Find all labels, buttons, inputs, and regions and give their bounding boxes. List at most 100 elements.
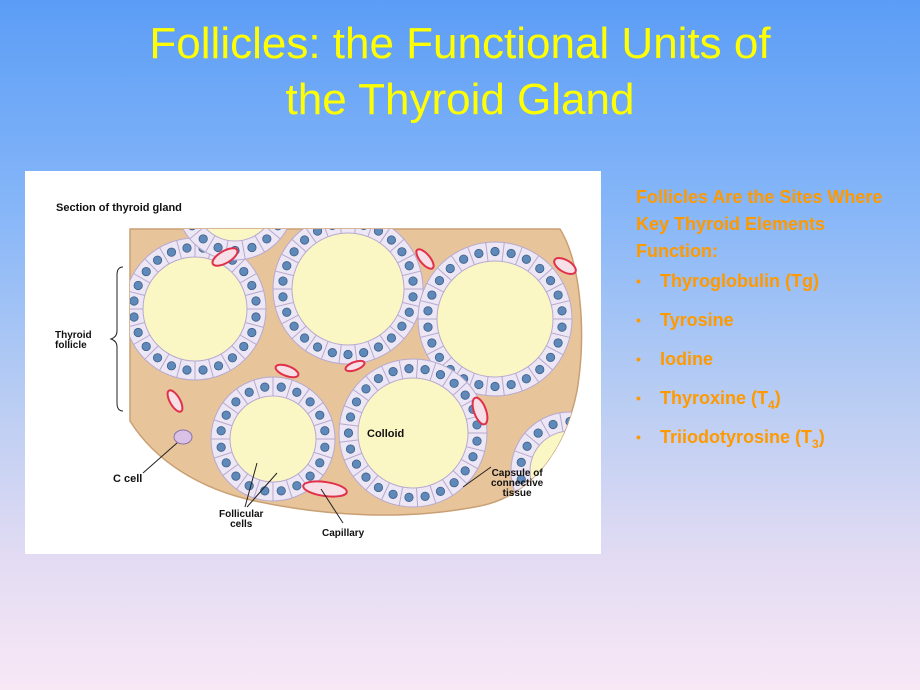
follicular-cell-nucleus	[282, 261, 292, 271]
follicular-cell-nucleus	[506, 379, 516, 390]
cell-boundary	[551, 300, 570, 306]
follicular-cell-nucleus	[292, 387, 302, 397]
follicular-cell-nucleus	[583, 513, 591, 521]
follicular-cell-nucleus	[386, 333, 397, 343]
cell-boundary	[144, 345, 159, 360]
cell-boundary	[239, 273, 257, 284]
cell-boundary	[420, 332, 439, 338]
follicular-cell-nucleus	[373, 482, 384, 493]
follicle	[338, 358, 488, 508]
cell-boundary	[527, 255, 540, 272]
follicular-cell-nucleus	[280, 188, 288, 196]
cell-boundary	[344, 405, 363, 414]
cell-boundary	[307, 402, 324, 415]
capillary	[211, 247, 239, 267]
bullet-item: •Triiodotyrosine (T3)	[636, 426, 906, 451]
cell-boundary	[429, 362, 437, 381]
cell-boundary	[205, 235, 216, 253]
follicular-cell-nucleus	[312, 342, 323, 352]
cell-boundary	[352, 464, 369, 477]
cell-boundary	[365, 375, 379, 391]
cell-boundary	[239, 334, 257, 345]
cell-boundary	[281, 314, 299, 325]
slide-title-line-1: Follicles: the Functional Units of	[149, 19, 771, 68]
thyroid-illustration: Section of thyroid gland Thyroid follicl…	[25, 171, 601, 554]
follicular-cell-nucleus	[213, 242, 223, 253]
capillary	[553, 257, 577, 275]
follicular-cell-nucleus	[343, 349, 353, 360]
colloid	[436, 260, 554, 378]
follicular-cell-nucleus	[343, 428, 354, 438]
cell-boundary	[220, 353, 231, 371]
cell-boundary	[420, 300, 439, 306]
follicular-cell-nucleus	[386, 235, 397, 245]
follicular-cell-nucleus	[182, 188, 190, 196]
cell-boundary	[452, 470, 468, 485]
follicular-cell-nucleus	[533, 504, 543, 514]
cell-boundary	[415, 487, 419, 507]
follicular-cell-nucleus	[516, 457, 526, 468]
cell-boundary	[313, 419, 333, 427]
follicular-cells-label-line-2: cells	[230, 519, 253, 530]
follicle	[272, 229, 424, 365]
follicular-cell-nucleus	[553, 338, 563, 348]
cell-boundary	[338, 229, 342, 234]
cell-boundary	[304, 334, 317, 352]
follicular-cell-nucleus	[216, 426, 226, 436]
follicular-cell-nucleus	[435, 370, 446, 380]
cell-boundary	[339, 439, 359, 443]
follicular-cell-nucleus	[216, 442, 226, 452]
cell-boundary	[514, 450, 533, 458]
cell-boundary	[379, 229, 392, 244]
cell-boundary	[559, 412, 564, 432]
follicular-cell-nucleus	[434, 276, 445, 286]
follicular-cell-nucleus	[408, 292, 418, 302]
cell-boundary	[133, 334, 151, 345]
cell-boundary	[546, 282, 564, 293]
bullet-text: Triiodotyrosine (T	[660, 427, 813, 447]
follicular-cells-leader-2	[246, 472, 278, 508]
thyroid-follicle-bracket	[109, 266, 124, 412]
cell-boundary	[144, 258, 159, 273]
cell-boundary	[236, 473, 249, 490]
cell-boundary	[426, 282, 444, 293]
capillary	[166, 389, 184, 413]
follicular-cell-nucleus	[535, 364, 545, 375]
bullet-dot: •	[636, 429, 641, 445]
follicular-cell-nucleus	[213, 361, 224, 371]
cell-boundary	[467, 246, 475, 265]
follicular-cell-nucleus	[289, 247, 299, 257]
c-cell-leader	[142, 442, 178, 474]
cell-boundary	[501, 242, 505, 262]
follicular-cell-nucleus	[351, 397, 362, 407]
capsule-leader	[462, 466, 492, 488]
follicular-cell-nucleus	[345, 412, 356, 422]
follicle	[130, 237, 267, 381]
follicular-cell-nucleus	[423, 306, 433, 316]
cell-boundary	[551, 332, 570, 338]
cell-boundary	[381, 482, 391, 501]
follicular-cell-nucleus	[305, 471, 315, 481]
follicular-cell-nucleus	[278, 276, 288, 286]
follicular-cell-nucleus	[423, 322, 433, 332]
cell-boundary	[381, 365, 391, 384]
cell-boundary	[273, 215, 291, 221]
colloid	[229, 395, 317, 483]
cell-boundary	[213, 419, 233, 427]
cell-boundary	[429, 485, 437, 504]
cell-boundary	[207, 359, 214, 378]
follicular-cell-nucleus	[522, 441, 532, 451]
follicular-cell-nucleus	[449, 378, 459, 388]
follicular-cell-nucleus	[388, 489, 398, 499]
capillary-label: Capillary	[322, 528, 365, 539]
cell-boundary	[285, 379, 293, 399]
capillary	[274, 363, 300, 379]
cell-boundary	[159, 353, 170, 371]
thyroid-tissue-drawing	[109, 188, 591, 524]
capillary-leader	[320, 488, 344, 524]
follicular-cell-nucleus	[166, 247, 177, 257]
cell-boundary	[515, 246, 523, 265]
follicular-cell-nucleus	[373, 342, 384, 352]
cell-boundary	[344, 452, 363, 461]
capsule-label: Capsule of connective tissue	[491, 469, 543, 499]
